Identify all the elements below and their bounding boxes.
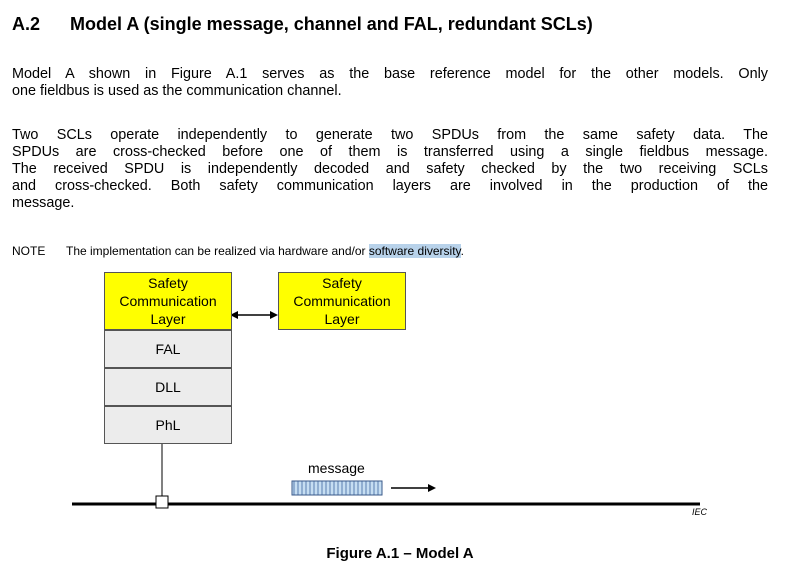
note-highlighted-text[interactable]: software diversity bbox=[368, 244, 461, 258]
section-number: A.2 bbox=[12, 14, 41, 34]
figure-caption: Figure A.1 – Model A bbox=[326, 545, 474, 562]
scl-left-line: Communication bbox=[119, 293, 217, 309]
dll-label: DLL bbox=[155, 379, 181, 395]
message-block bbox=[291, 480, 383, 496]
note: NOTE The implementation can be realized v… bbox=[12, 244, 464, 258]
paragraph-line: SPDUs are cross-checked before one of th… bbox=[12, 144, 768, 160]
message-arrow-head bbox=[428, 484, 436, 492]
note-text: The implementation can be realized via h… bbox=[66, 244, 369, 258]
paragraph-line: and cross-checked. Both safety communica… bbox=[12, 178, 768, 194]
paragraph-line: The received SPDU is independently decod… bbox=[12, 161, 768, 177]
scl-box-left: Safety Communication Layer bbox=[104, 272, 232, 330]
section-heading: A.2 Model A (single message, channel and … bbox=[12, 14, 593, 35]
scl-right-line: Communication bbox=[293, 293, 391, 309]
phl-label: PhL bbox=[155, 417, 181, 433]
paragraph-line: one fieldbus is used as the communicatio… bbox=[12, 83, 342, 99]
cross-check-arrow-left-head bbox=[230, 311, 238, 319]
fal-box: FAL bbox=[104, 330, 232, 368]
paragraph-line: message. bbox=[12, 195, 75, 211]
paragraph-line: Two SCLs operate independently to genera… bbox=[12, 127, 768, 143]
bus-connector-square bbox=[155, 495, 169, 509]
paragraph-2: Two SCLs operate independently to genera… bbox=[12, 127, 768, 212]
scl-left-line: Layer bbox=[150, 311, 186, 327]
fal-label: FAL bbox=[155, 341, 181, 357]
source-tag: IEC bbox=[692, 507, 708, 517]
note-text-end: . bbox=[460, 244, 464, 258]
scl-left-line: Safety bbox=[148, 275, 188, 291]
note-label: NOTE bbox=[12, 244, 46, 258]
cross-check-arrow-right-head bbox=[270, 311, 278, 319]
phl-box: PhL bbox=[104, 406, 232, 444]
section-title: Model A (single message, channel and FAL… bbox=[70, 14, 593, 34]
dll-box: DLL bbox=[104, 368, 232, 406]
scl-box-right: Safety Communication Layer bbox=[278, 272, 406, 330]
scl-right-line: Safety bbox=[322, 275, 362, 291]
message-label: message bbox=[308, 460, 365, 476]
scl-right-line: Layer bbox=[324, 311, 360, 327]
paragraph-1: Model A shown in Figure A.1 serves as th… bbox=[12, 66, 768, 100]
paragraph-line: Model A shown in Figure A.1 serves as th… bbox=[12, 66, 768, 82]
